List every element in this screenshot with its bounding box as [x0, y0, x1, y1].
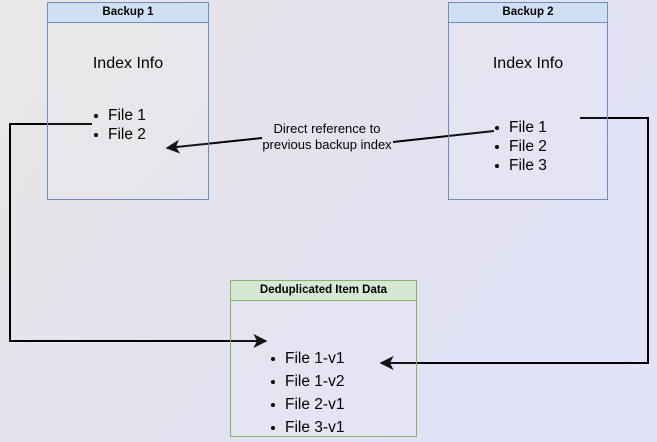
- node-backup1-header: Backup 1: [48, 3, 208, 23]
- list-item: File 1: [92, 106, 146, 125]
- node-dedup-file-list: File 1-v1 File 1-v2 File 2-v1 File 3-v1: [269, 347, 344, 439]
- node-backup2-body: Index Info File 1 File 2 File 3: [449, 23, 607, 199]
- node-backup1-index-label: Index Info: [92, 55, 164, 72]
- node-backup1-body: Index Info File 1 File 2: [48, 23, 208, 199]
- edge-label-line-1: Direct reference to: [273, 121, 381, 136]
- list-item: File 1-v2: [269, 370, 344, 393]
- list-item: File 2-v1: [269, 393, 344, 416]
- list-item: File 3: [493, 156, 547, 175]
- list-item: File 1-v1: [269, 347, 344, 370]
- node-backup2[interactable]: Backup 2 Index Info File 1 File 2 File 3: [448, 2, 608, 200]
- list-item: File 3-v1: [269, 416, 344, 439]
- list-item: File 2: [493, 137, 547, 156]
- edge-label-direct-reference: Direct reference to previous backup inde…: [249, 121, 405, 153]
- node-backup2-index-label: Index Info: [492, 55, 564, 72]
- list-item: File 1: [493, 118, 547, 137]
- node-backup1-file-list: File 1 File 2: [92, 106, 146, 144]
- edge-label-line-2: previous backup index: [262, 137, 392, 152]
- node-backup2-header: Backup 2: [449, 3, 607, 23]
- node-dedup-body: File 1-v1 File 1-v2 File 2-v1 File 3-v1: [231, 301, 416, 436]
- node-dedup-header: Deduplicated Item Data: [231, 281, 416, 301]
- list-item: File 2: [92, 125, 146, 144]
- node-backup1[interactable]: Backup 1 Index Info File 1 File 2: [47, 2, 209, 200]
- node-backup2-file-list: File 1 File 2 File 3: [493, 118, 547, 175]
- node-deduplicated-item-data[interactable]: Deduplicated Item Data File 1-v1 File 1-…: [230, 280, 417, 437]
